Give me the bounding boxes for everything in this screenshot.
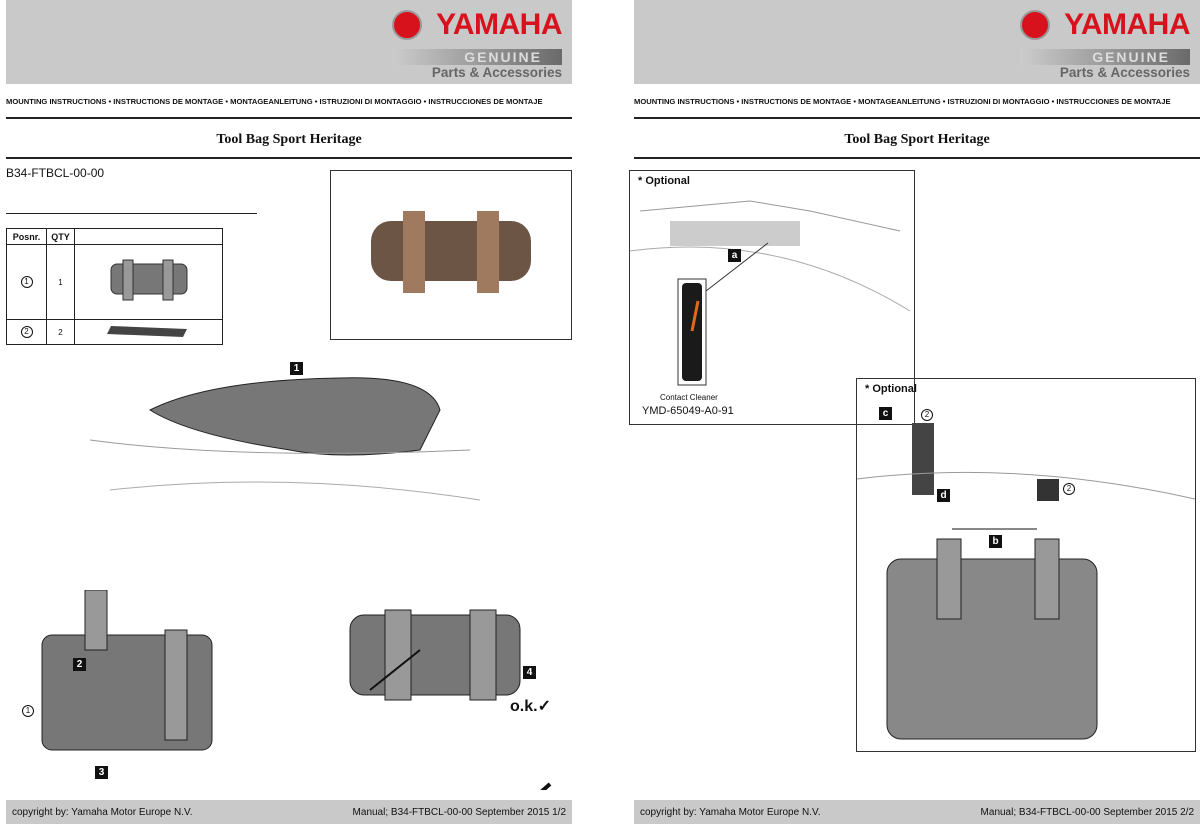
optional-cleaning-box: * Optional a Contact Cleaner YMD-65049-A… [629, 170, 915, 425]
copyright: copyright by: Yamaha Motor Europe N.V. [640, 806, 821, 818]
brand-genuine: GENUINE [1020, 49, 1190, 65]
divider [6, 213, 257, 214]
copyright: copyright by: Yamaha Motor Europe N.V. [12, 806, 193, 818]
divider [634, 117, 1200, 119]
brand-parts: Parts & Accessories [1059, 65, 1190, 80]
seat-removal-illustration: 1 [89, 350, 490, 550]
brand-parts: Parts & Accessories [431, 65, 562, 80]
qty: 2 [46, 319, 75, 345]
product-photo [330, 170, 572, 340]
page-1: YAMAHA GENUINE Parts & Accessories MOUNT… [0, 0, 572, 824]
manual-info: Manual; B34-FTBCL-00-00 September 2015 2… [980, 806, 1194, 818]
divider [634, 157, 1200, 159]
header-banner: YAMAHA GENUINE Parts & Accessories [634, 0, 1200, 84]
pos-2-callout: 2 [921, 409, 933, 421]
page-title: Tool Bag Sport Heritage [844, 132, 990, 147]
col-image [74, 228, 223, 245]
step-1-label: 1 [290, 362, 303, 375]
col-qty: QTY [46, 228, 75, 245]
pos-1-callout: 1 [22, 705, 34, 717]
yamaha-logo: YAMAHA GENUINE Parts & Accessories [1020, 8, 1190, 80]
optional-velcro-box: * Optional c 2 d 2 b [856, 378, 1196, 752]
page-title: Tool Bag Sport Heritage [216, 132, 362, 147]
yamaha-logo: YAMAHA GENUINE Parts & Accessories [392, 8, 562, 80]
optional-label: * Optional [865, 383, 917, 395]
brand-name: YAMAHA [436, 8, 562, 41]
manual-info: Manual; B34-FTBCL-00-00 September 2015 1… [352, 806, 566, 818]
optional-label: * Optional [638, 175, 690, 187]
pos-number: 2 [20, 326, 33, 338]
product-name: Contact Cleaner [660, 393, 718, 402]
pos-number: 1 [20, 276, 33, 288]
footer: copyright by: Yamaha Motor Europe N.V. Ma… [6, 800, 572, 824]
tuning-fork-emblem-icon [1020, 10, 1050, 40]
pos-2-callout: 2 [1063, 483, 1075, 495]
brand-name: YAMAHA [1064, 8, 1190, 41]
product-code: YMD-65049-A0-91 [642, 405, 734, 417]
page-2: YAMAHA GENUINE Parts & Accessories MOUNT… [628, 0, 1200, 824]
label-c: c [879, 407, 892, 420]
qty: 1 [46, 244, 75, 320]
bag-strap-illustration: 4 o.k.✓ [310, 600, 570, 802]
divider [6, 117, 572, 119]
divider [6, 157, 572, 159]
col-posnr: Posnr. [6, 228, 47, 245]
label-d: d [937, 489, 950, 502]
tool-bag-image [110, 259, 187, 301]
bag-attach-illustration: 2 3 1 [10, 589, 270, 785]
step-2-label: 2 [73, 658, 86, 671]
footer: copyright by: Yamaha Motor Europe N.V. Ma… [634, 800, 1200, 824]
instructions-languages: MOUNTING INSTRUCTIONS • INSTRUCTIONS DE … [634, 97, 1171, 106]
velcro-strip-image [106, 326, 187, 337]
brand-genuine: GENUINE [392, 49, 562, 65]
part-code: B34-FTBCL-00-00 [6, 166, 105, 180]
label-b: b [989, 535, 1002, 548]
instructions-languages: MOUNTING INSTRUCTIONS • INSTRUCTIONS DE … [6, 97, 543, 106]
header-banner: YAMAHA GENUINE Parts & Accessories [6, 0, 572, 84]
ok-label: o.k.✓ [510, 698, 551, 715]
label-a: a [728, 249, 741, 262]
tuning-fork-emblem-icon [392, 10, 422, 40]
step-3-label: 3 [95, 766, 108, 779]
step-4-label: 4 [523, 666, 536, 679]
